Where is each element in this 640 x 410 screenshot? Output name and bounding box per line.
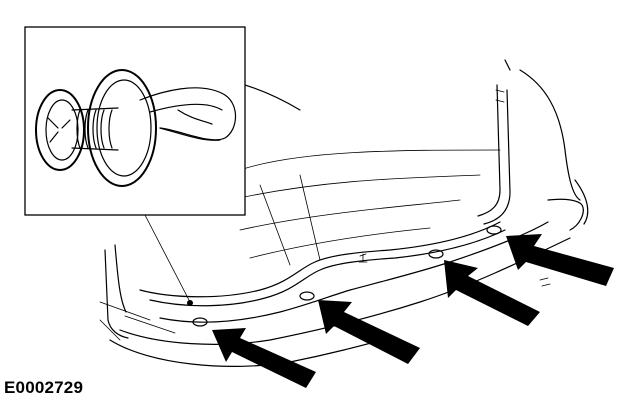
retainer-hole-4	[486, 225, 502, 235]
arrow-icon	[212, 328, 316, 388]
figure-code: E0002729	[4, 378, 84, 397]
leader-line	[144, 214, 191, 303]
inset-detail	[24, 26, 246, 216]
leader-dot	[187, 300, 193, 306]
retainer-holes	[192, 225, 502, 327]
retainer-hole-1	[192, 317, 208, 327]
retainer-hole-2	[299, 291, 315, 301]
arrow-icon	[444, 260, 540, 326]
push-pin-retainer-icon	[35, 69, 237, 187]
arrow-icon	[318, 300, 420, 364]
inset-frame	[24, 26, 246, 216]
retainer-hole-3	[428, 249, 444, 259]
arrow-icon	[506, 234, 614, 286]
arrows	[212, 234, 614, 388]
